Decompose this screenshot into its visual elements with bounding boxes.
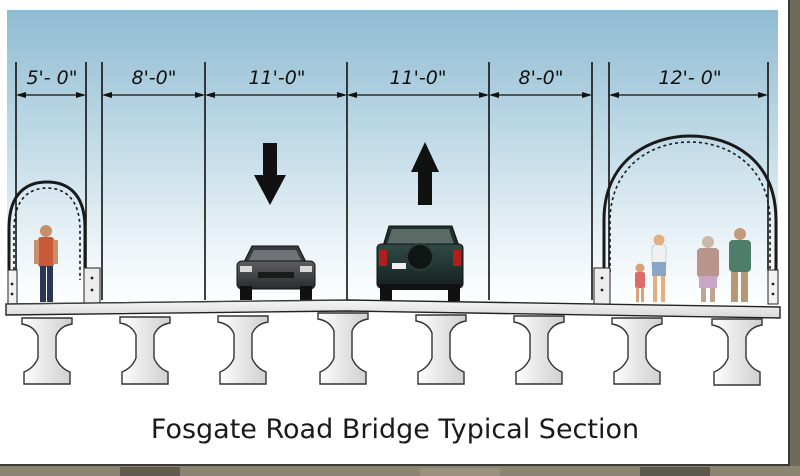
dimension-label-lane-northbound: 11'-0" [389,67,446,89]
sedan-car-icon [236,245,316,300]
down-arrow-icon [254,143,286,205]
woman-figure [651,234,667,302]
girder [21,317,73,385]
up-arrow-icon [411,142,439,205]
dimension-label-sidewalk-left: 5'- 0" [26,67,77,89]
pedestrian-icon [34,225,58,302]
diagram-caption: Fosgate Road Bridge Typical Section [150,414,640,445]
arrowheads [16,92,768,98]
pedestrian-family-icon [635,228,751,302]
dimension-lines [16,92,768,98]
girder [611,317,663,385]
child-figure [635,263,645,302]
girder [119,316,171,385]
girder [217,315,269,385]
left-arch-canopy [7,180,87,282]
girder [513,315,565,385]
right-railing-post [593,267,779,305]
dimension-label-lane-southbound: 11'-0" [248,67,305,89]
girder [415,314,467,385]
deck-top-edge [5,299,348,305]
girders [21,312,763,386]
suv-car-icon [376,225,464,301]
dimension-label-shoulder-right: 8'-0" [519,67,564,89]
elderly-man-figure [729,228,751,302]
elderly-woman-figure [697,236,719,302]
girder [317,312,369,385]
girder [711,318,763,386]
dimension-label-shoulder-left: 8'-0" [132,67,177,89]
dimension-label-sidewalk-right: 12'- 0" [658,67,721,89]
right-arch-canopy [602,134,778,276]
left-railing-post [7,267,101,305]
